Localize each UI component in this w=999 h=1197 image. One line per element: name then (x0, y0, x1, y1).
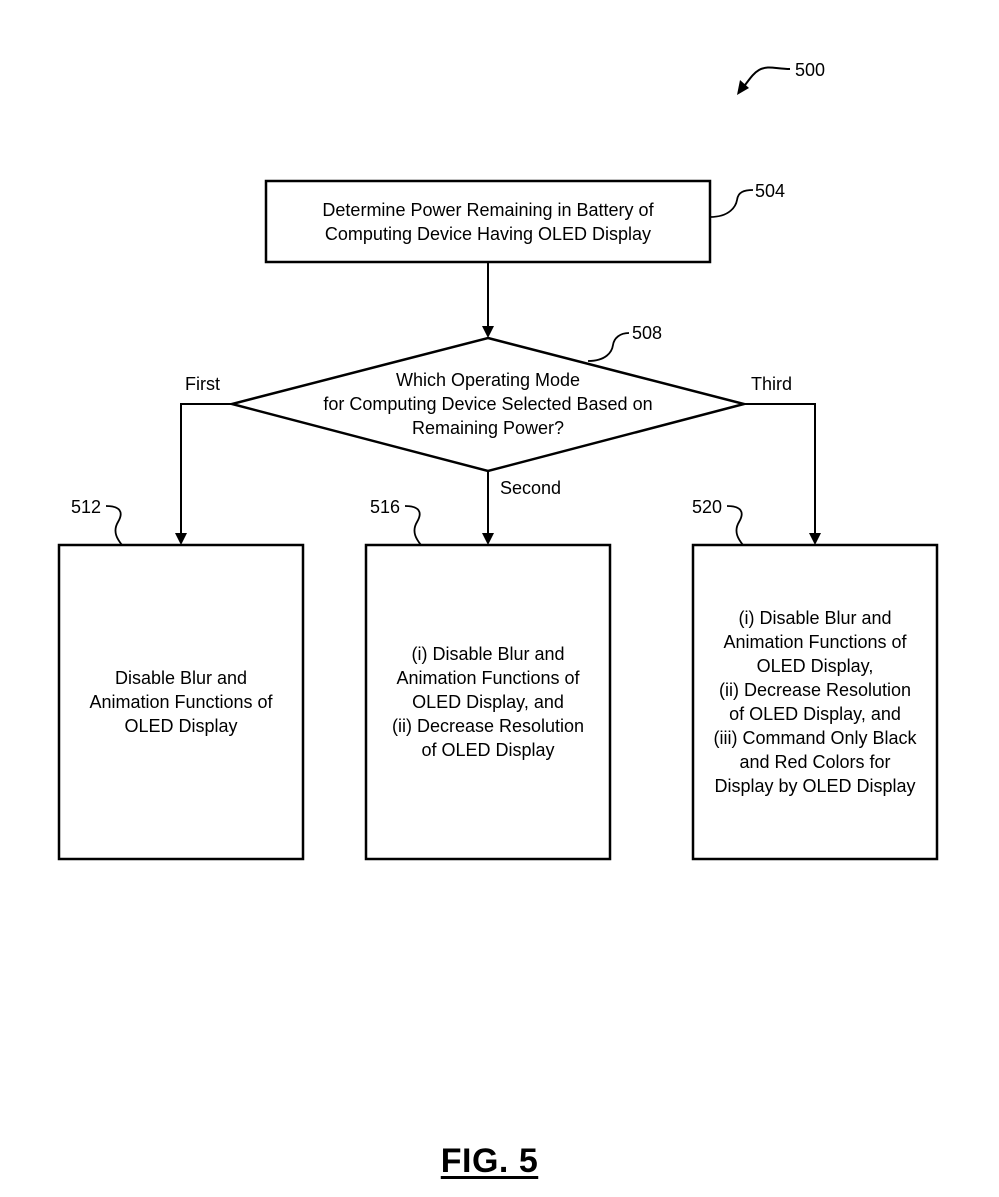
figure-ref-number: 500 (795, 60, 825, 80)
first-mode-text: Disable Blur and Animation Functions of … (89, 668, 273, 736)
determine-power-text: Determine Power Remaining in Battery of … (322, 199, 654, 244)
ref-512-leader (105, 505, 123, 546)
third-mode-text: (i) Disable Blur and Animation Functions… (713, 608, 917, 796)
first-mode-box (57, 543, 305, 861)
second-mode-text: (i) Disable Blur and Animation Functions… (391, 644, 585, 760)
branch-second-label: Second (500, 478, 561, 498)
determine-power-box (264, 179, 712, 264)
ref-520-leader (726, 505, 744, 546)
ref-512-number: 512 (71, 497, 101, 517)
ref-504-number: 504 (755, 181, 785, 201)
second-mode-box (364, 543, 612, 861)
decision-text: Which Operating Mode for Computing Devic… (323, 370, 653, 438)
ref-516-leader (404, 505, 422, 546)
figure-ref-leader (740, 66, 791, 91)
branch-third-line (744, 403, 821, 545)
ref-508-leader (587, 332, 630, 362)
ref-508-number: 508 (632, 323, 662, 343)
ref-504-leader (709, 189, 754, 218)
branch-third-label: Third (751, 374, 792, 394)
third-mode-box (691, 543, 939, 861)
branch-first-line (175, 403, 232, 545)
ref-520-number: 520 (692, 497, 722, 517)
branch-first-label: First (185, 374, 220, 394)
ref-516-number: 516 (370, 497, 400, 517)
figure-ref-500: 500 (737, 60, 825, 95)
figure-label: FIG. 5 (440, 1142, 539, 1180)
figure-ref-arrowhead (737, 80, 749, 95)
